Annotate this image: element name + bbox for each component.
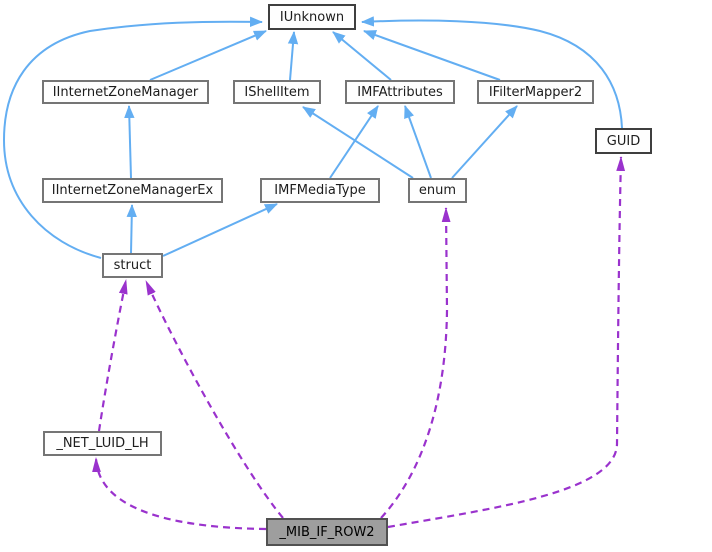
node-ifiltermapper2[interactable]: IFilterMapper2 — [477, 80, 594, 104]
node-imfattributes[interactable]: IMFAttributes — [345, 80, 455, 104]
node-iinternetzonemanager[interactable]: IInternetZoneManager — [42, 80, 209, 104]
edge-mib_if_row2-to-struct — [144, 280, 284, 519]
node-label-iinternetzonemanagerex: IInternetZoneManagerEx — [51, 183, 214, 198]
edge-imfmediatype-to-imfattributes — [329, 105, 379, 179]
node-imfmediatype[interactable]: IMFMediaType — [260, 178, 380, 203]
edge-struct-to-iunknown — [2, 16, 263, 259]
node-guid[interactable]: GUID — [595, 128, 652, 154]
edge-enum-to-ishellitem — [302, 106, 414, 179]
node-ishellitem[interactable]: IShellItem — [233, 80, 321, 104]
edge-mib_if_row2-to-net_luid_lh — [92, 457, 267, 531]
edge-guid-to-iunknown — [361, 16, 623, 129]
node-label-imfmediatype: IMFMediaType — [274, 183, 366, 198]
node-label-iinternetzonemanager: IInternetZoneManager — [52, 84, 199, 100]
node-label-net_luid_lh: _NET_LUID_LH — [56, 436, 149, 451]
edge-mib_if_row2-to-enum — [380, 207, 451, 519]
node-label-mib_if_row2: _MIB_IF_ROW2 — [279, 524, 375, 540]
node-mib_if_row2[interactable]: _MIB_IF_ROW2 — [266, 518, 388, 546]
node-label-struct: struct — [113, 258, 152, 273]
edge-enum-to-ifiltermapper2 — [451, 105, 518, 179]
node-label-imfattributes: IMFAttributes — [357, 84, 443, 100]
edge-iinternetzonemanagerex-to-iinternetzonemanager — [124, 105, 135, 179]
node-label-iunknown: IUnknown — [279, 9, 345, 25]
node-enum[interactable]: enum — [408, 178, 467, 203]
edge-ishellitem-to-iunknown — [287, 31, 299, 81]
node-struct[interactable]: struct — [102, 253, 163, 278]
node-label-guid: GUID — [606, 133, 641, 149]
node-iunknown[interactable]: IUnknown — [268, 4, 356, 30]
edge-mib_if_row2-to-guid — [387, 156, 626, 529]
edge-enum-to-imfattributes — [404, 105, 432, 179]
node-label-ifiltermapper2: IFilterMapper2 — [488, 84, 583, 100]
node-iinternetzonemanagerex[interactable]: IInternetZoneManagerEx — [42, 178, 223, 203]
node-label-enum: enum — [418, 183, 457, 198]
edge-net_luid_lh-to-struct — [97, 279, 128, 432]
edges-group — [2, 16, 626, 531]
edge-struct-to-iinternetzonemanagerex — [126, 204, 137, 254]
node-net_luid_lh[interactable]: _NET_LUID_LH — [43, 431, 162, 456]
edge-imfattributes-to-iunknown — [332, 31, 392, 81]
edge-iinternetzonemanager-to-iunknown — [149, 30, 267, 81]
edge-struct-to-imfmediatype — [162, 203, 278, 257]
node-label-ishellitem: IShellItem — [244, 84, 310, 100]
edge-ifiltermapper2-to-iunknown — [363, 30, 501, 81]
